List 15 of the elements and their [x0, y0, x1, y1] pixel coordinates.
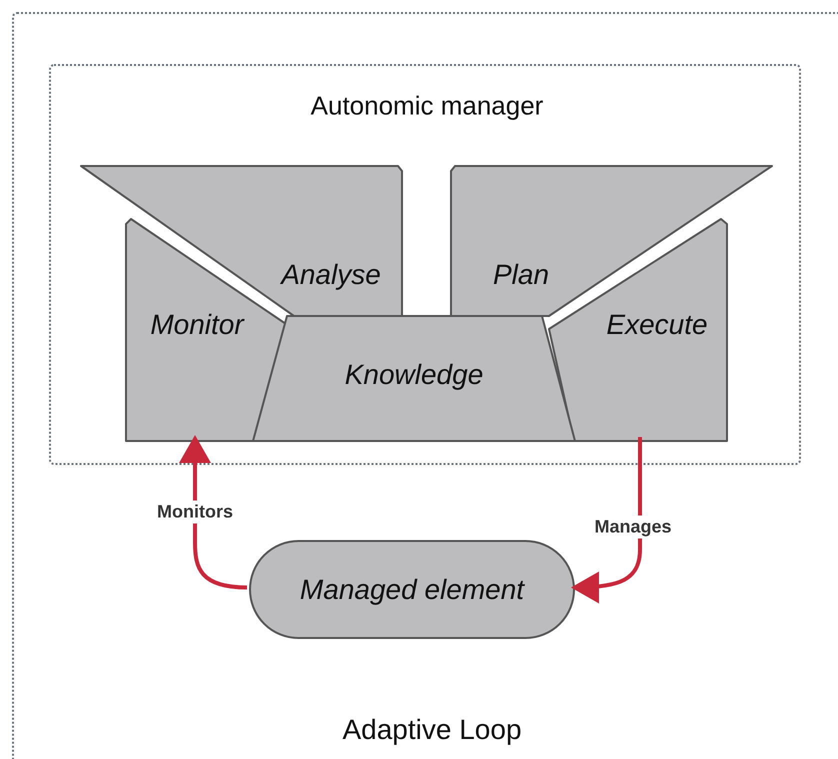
arrow: [179, 435, 248, 590]
dotted-frame: [49, 64, 801, 465]
process-panel: [549, 219, 727, 441]
process-panel: [451, 166, 772, 316]
process-panel: [253, 316, 575, 441]
frame-title: Adaptive Loop: [342, 714, 522, 746]
node-label: Monitor: [150, 309, 244, 341]
arrow: [571, 437, 642, 604]
node-label: Knowledge: [344, 359, 484, 391]
node-label: Plan: [492, 259, 550, 291]
frame-title: Autonomic manager: [310, 90, 544, 122]
node-label: Analyse: [281, 259, 381, 291]
dotted-frame: [12, 12, 838, 759]
node-label: Execute: [606, 309, 708, 341]
node-label: Managed element: [300, 574, 524, 606]
